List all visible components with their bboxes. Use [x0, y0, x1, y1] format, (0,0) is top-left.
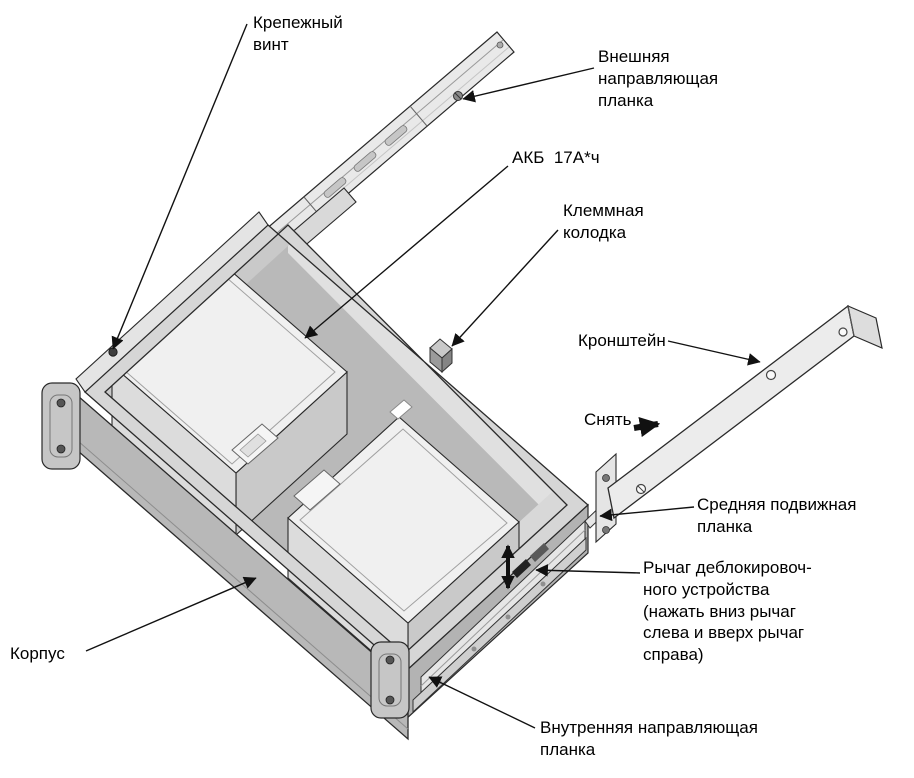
label-release-lever: Рычаг деблокировоч- ного устройства (наж… — [643, 558, 812, 664]
right-rack-ear — [370, 641, 410, 719]
ear-screw — [56, 398, 66, 408]
leader-fixing-screw — [111, 23, 248, 350]
leader-terminal-block — [451, 229, 559, 347]
rail-slot — [384, 125, 408, 146]
ear-screw — [385, 655, 395, 665]
label-fixing-screw: Крепежный винт — [253, 13, 343, 54]
leader-bracket — [667, 340, 761, 366]
label-body: Корпус — [10, 644, 65, 663]
left-top-lip — [75, 211, 269, 393]
fixing-screw — [108, 347, 118, 357]
ear-screw — [56, 444, 66, 454]
ear-screw — [385, 695, 395, 705]
release-lever-right — [530, 543, 549, 562]
label-remove: Снять — [584, 410, 632, 429]
terminal-block — [429, 338, 453, 374]
label-battery: АКБ 17А*ч — [512, 148, 600, 167]
bracket-hole — [838, 327, 848, 337]
label-bracket: Кронштейн — [578, 331, 666, 350]
leader-middle-rail — [599, 506, 695, 522]
label-terminal-block: Клеммная колодка — [563, 201, 644, 242]
release-lever-left — [512, 559, 531, 578]
leader-body — [85, 576, 257, 652]
bracket — [607, 304, 883, 520]
label-middle-rail: Средняя подвижная планка — [697, 495, 857, 536]
leader-outer-rail — [462, 67, 595, 103]
rail-slot — [323, 177, 347, 198]
battery-holders — [231, 399, 413, 511]
label-outer-rail: Внешняя направляющая планка — [598, 47, 719, 110]
leader-inner-rail — [428, 676, 536, 729]
leader-battery — [304, 165, 509, 339]
leader-release-lever — [535, 564, 641, 577]
label-inner-rail: Внутренняя направляющая планка — [540, 718, 758, 759]
rail-slot — [353, 151, 377, 172]
outer-guide-rail — [257, 31, 515, 257]
left-rack-ear — [41, 382, 81, 470]
inner-rail-strip — [412, 536, 587, 714]
remove-arrow — [633, 416, 661, 438]
leader-lines — [85, 23, 761, 729]
bracket-hole — [765, 369, 777, 381]
